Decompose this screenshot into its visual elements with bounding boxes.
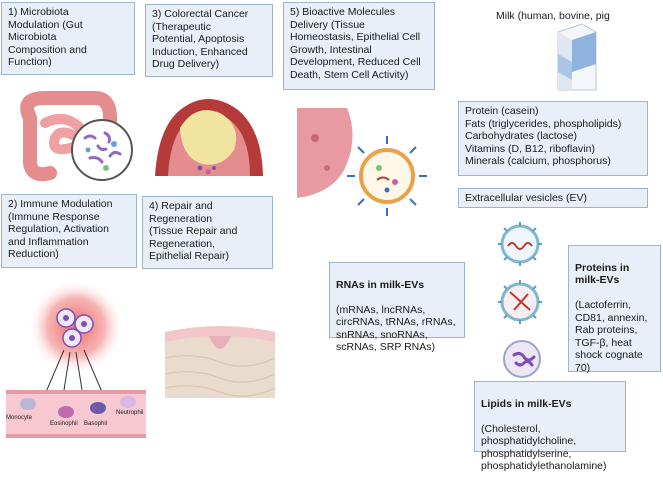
colorectal-cancer-box: 3) Colorectal Cancer (Therapeutic Potent… [145, 4, 273, 77]
extracellular-vesicles-box: Extracellular vesicles (EV) [458, 188, 648, 208]
bioactive-delivery-box: 5) Bioactive Molecules Delivery (Tissue … [283, 2, 435, 90]
repair-regeneration-box: 4) Repair and Regeneration (Tissue Repai… [142, 196, 273, 269]
ev-rna-icon [498, 222, 542, 266]
ev-lipid-icon [503, 340, 541, 378]
lipids-title: Lipids in milk-EVs [481, 397, 572, 410]
eosinophil-label: Eosinophil [50, 421, 78, 427]
proteins-title: Proteins in milk-EVs [575, 261, 630, 287]
bioactive-illustration [297, 108, 427, 216]
rnas-title: RNAs in milk-EVs [336, 278, 425, 291]
monocyte-label: Monocyte [6, 415, 33, 421]
neutrophil-label: Neutrophil [116, 410, 144, 416]
microbiota-modulation-box: 1) Microbiota Modulation (Gut Microbiota… [1, 2, 135, 75]
proteins-box: Proteins in milk-EVs (Lactoferrin, CD81,… [568, 245, 661, 374]
tumor-illustration [155, 99, 263, 176]
ev-protein-icon [498, 280, 542, 324]
immune-illustration [6, 279, 146, 438]
immune-modulation-box: 2) Immune Modulation (Immune Response Re… [1, 194, 137, 268]
rnas-body: (mRNAs, lncRNAs, circRNAs, tRNAs, rRNAs,… [336, 303, 456, 354]
intestine-illustration [20, 91, 133, 182]
basophil-label: Basophil [84, 421, 108, 427]
rnas-box: RNAs in milk-EVs (mRNAs, lncRNAs, circRN… [329, 262, 465, 353]
milk-carton-icon [557, 23, 597, 91]
proteins-body: (Lactoferrin, CD81, annexin, Rab protein… [575, 299, 648, 374]
tissue-repair-illustration [164, 326, 276, 398]
milk-label: Milk (human, bovine, pig [496, 10, 610, 22]
lipids-box: Lipids in milk-EVs (Cholesterol, phospha… [474, 381, 626, 472]
milk-composition-box: Protein (casein) Fats (triglycerides, ph… [458, 101, 648, 176]
lipids-body: (Cholesterol, phosphatidylcholine, phosp… [481, 422, 607, 473]
